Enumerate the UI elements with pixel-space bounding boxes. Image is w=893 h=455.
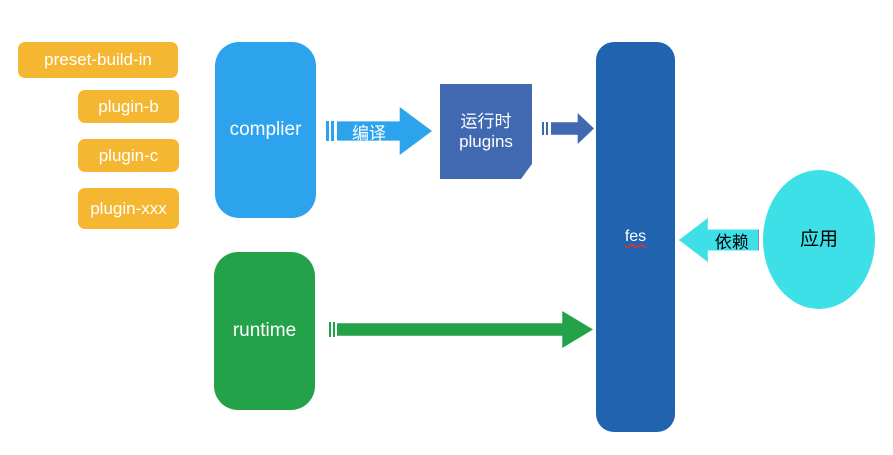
plugin-label: plugin-c: [98, 145, 159, 165]
arrow-label-depends: 依赖: [714, 232, 749, 252]
plugin-label: preset-build-in: [44, 50, 152, 70]
node-label: fes: [624, 227, 647, 245]
node-label: complier: [229, 119, 302, 141]
arrow-head: [337, 107, 432, 155]
plugin-box-preset-build-in[interactable]: preset-build-in: [18, 42, 178, 78]
plugin-box-plugin-c[interactable]: plugin-c: [78, 139, 179, 172]
plugin-box-plugin-xxx[interactable]: plugin-xxx: [78, 188, 179, 229]
node-fes[interactable]: fes: [596, 42, 675, 432]
arrow-compile: 编译: [326, 107, 432, 155]
arrow-tail-tick: [333, 322, 335, 337]
arrow-plugins-to-fes: [542, 113, 594, 144]
arrow-tail-tick: [326, 121, 329, 141]
arrow-tail-tick: [546, 122, 548, 135]
arrow-head: [551, 113, 594, 144]
node-label-line2: plugins: [459, 131, 513, 151]
plugin-label: plugin-b: [98, 96, 159, 116]
arrow-tail-tick: [542, 122, 544, 135]
node-label-line1: 运行时: [460, 111, 512, 131]
arrow-head: [337, 311, 593, 348]
arrow-depends: 依赖: [679, 218, 759, 262]
plugin-box-plugin-b[interactable]: plugin-b: [78, 90, 179, 123]
folded-corner-icon: [520, 163, 532, 179]
arrow-tail-tick: [329, 322, 331, 337]
node-complier[interactable]: complier: [215, 42, 316, 218]
node-application[interactable]: 应用: [763, 170, 875, 309]
plugin-label: plugin-xxx: [90, 199, 167, 218]
node-label: 应用: [799, 228, 838, 250]
node-label: runtime: [232, 320, 297, 342]
arrow-tail-tick: [331, 121, 334, 141]
node-runtime-plugins[interactable]: 运行时 plugins: [440, 84, 532, 179]
node-runtime[interactable]: runtime: [214, 252, 315, 410]
arrow-runtime-to-fes: [329, 311, 593, 348]
